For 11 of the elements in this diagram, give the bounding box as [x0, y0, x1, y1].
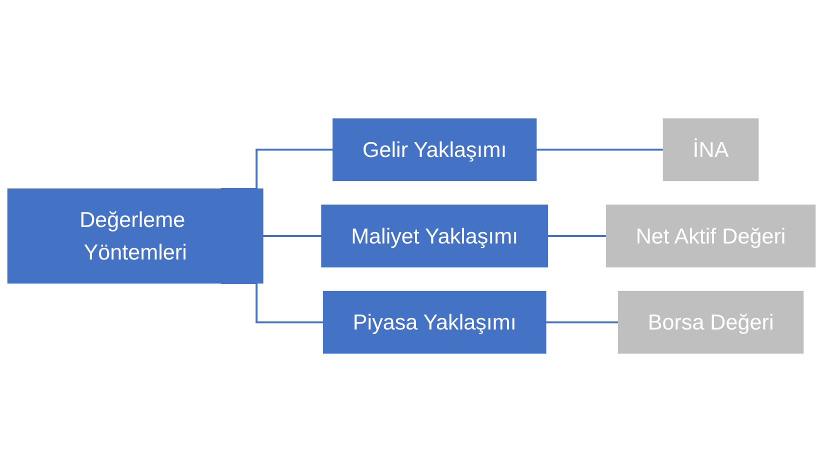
- node-box: Borsa Değeri: [618, 290, 804, 354]
- connector: [536, 148, 664, 151]
- node-box: Piyasa Yaklaşımı: [322, 290, 546, 354]
- node-box: Gelir Yaklaşımı: [332, 118, 537, 182]
- node-box: Maliyet Yaklaşımı: [321, 204, 548, 268]
- connector: [546, 321, 618, 324]
- node-box: Değerleme Yöntemleri: [7, 188, 264, 284]
- connector: [548, 235, 606, 237]
- connector: [262, 235, 322, 237]
- node-box: İNA: [662, 118, 759, 182]
- node-box: Net Aktif Değeri: [606, 204, 816, 268]
